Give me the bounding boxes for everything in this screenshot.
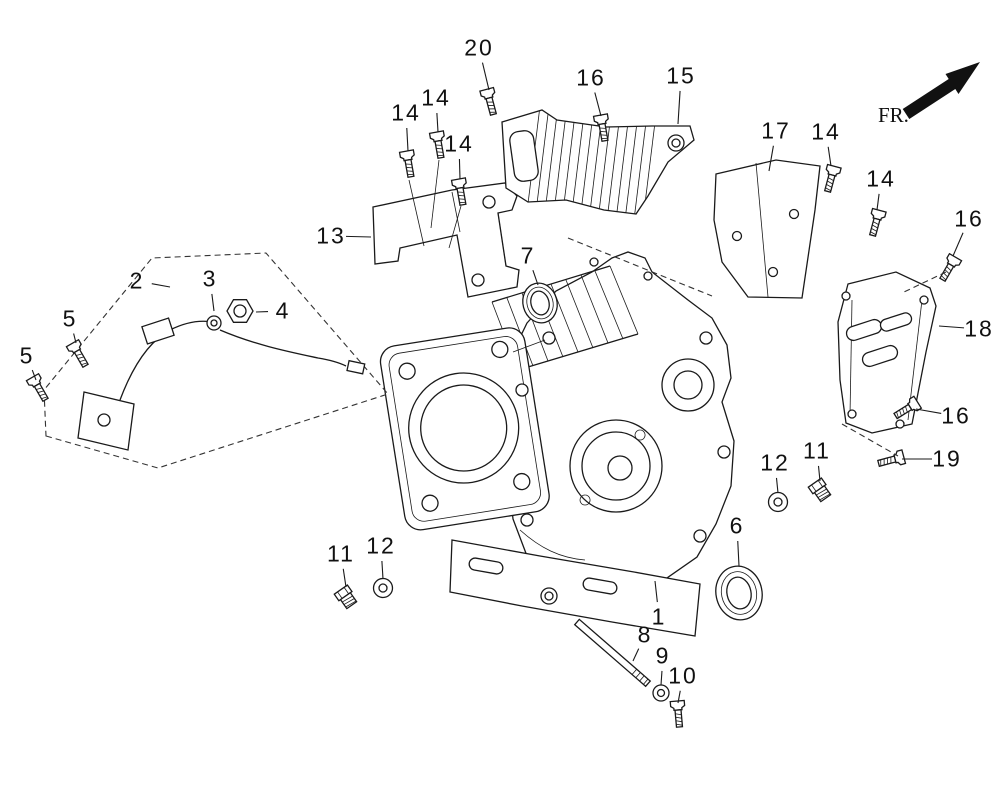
bolt-14-d [820,163,842,194]
bolt-5-a [65,339,93,370]
washer-12-b [372,577,394,599]
bolt-14-e [865,207,887,238]
oil-seal-7 [522,282,558,324]
plate-17 [713,159,821,299]
oil-plug-11-a [807,477,833,504]
callout-8: 8 [637,621,653,648]
bracket-13 [372,182,520,298]
callout-leader-lines [31,62,965,704]
stud-8 [573,618,652,688]
callout-16: 16 [954,205,984,232]
engine-base [449,539,701,637]
bolt-16-right [935,253,963,284]
bracket-15 [501,109,695,215]
side-cover-18 [837,271,937,434]
fr-label: FR. [878,103,909,127]
nut-4 [226,299,254,323]
callout-19: 19 [932,445,962,472]
callout-7: 7 [520,242,536,269]
callout-3: 3 [202,265,218,292]
bolt-10 [669,699,688,729]
washer-3 [206,315,222,331]
callout-20: 20 [464,34,494,61]
assembly-axis-lines [408,159,947,457]
callout-11: 11 [803,437,831,464]
callout-11: 11 [327,540,355,567]
bolt-20 [479,86,501,117]
callout-10: 10 [668,662,698,689]
washer-9 [652,684,670,702]
callout-6: 6 [729,512,745,539]
callout-13: 13 [316,222,346,249]
callout-14: 14 [866,165,896,192]
callout-9: 9 [655,642,671,669]
callout-14: 14 [811,118,841,145]
callout-15: 15 [666,62,696,89]
oil-plug-11-b [333,584,359,611]
callout-5: 5 [19,342,35,369]
callout-17: 17 [761,117,791,144]
callout-12: 12 [760,449,790,476]
bolt-19 [876,449,907,471]
callout-5: 5 [62,305,78,332]
callout-18: 18 [964,315,994,342]
fr-direction-arrow-icon [902,62,980,119]
callout-16: 16 [941,402,971,429]
callout-14: 14 [421,84,451,111]
oil-seal-6 [715,565,763,621]
bolt-14-a [398,149,419,179]
callout-2: 2 [129,267,145,294]
washer-12-a [767,491,789,513]
callout-14: 14 [391,99,421,126]
callout-1: 1 [651,603,667,630]
ignition-assembly-2 [43,252,389,469]
callout-16: 16 [576,64,606,91]
callout-4: 4 [275,297,291,324]
engine-crankcase [379,251,735,637]
callout-12: 12 [366,532,396,559]
callout-14: 14 [444,130,474,157]
cylinder-flange [379,327,550,531]
bolt-5-b [25,373,53,404]
